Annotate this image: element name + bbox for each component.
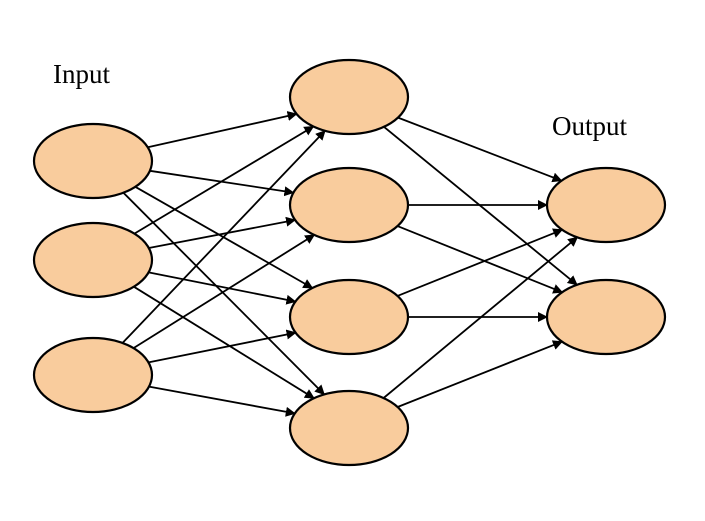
hidden-node-1 [288, 58, 410, 136]
hidden-node-3 [288, 278, 410, 356]
input-node-2 [32, 221, 154, 299]
connection-arrow-hidden-4-to-output-2 [397, 340, 563, 408]
hidden-node-4 [288, 389, 410, 467]
connection-arrow-hidden-3-to-output-1 [397, 228, 564, 297]
connection-arrow-input-3-to-hidden-3 [148, 329, 297, 364]
connection-arrow-input-2-to-hidden-3 [148, 271, 297, 305]
connection-arrow-input-3-to-hidden-4 [148, 385, 296, 417]
input-node-1 [32, 122, 154, 200]
input-node-3 [32, 336, 154, 414]
connection-arrow-input-3-to-hidden-2 [133, 234, 316, 349]
connection-arrow-input-2-to-hidden-1 [133, 125, 315, 235]
connection-arrow-input-1-to-hidden-4 [122, 192, 325, 396]
output-node-2 [545, 278, 667, 356]
hidden-node-2 [288, 166, 410, 244]
connection-arrow-input-3-to-hidden-1 [121, 130, 326, 344]
connection-arrow-input-2-to-hidden-4 [133, 285, 315, 399]
connections [121, 111, 579, 417]
input-layer-label: Input [53, 59, 110, 89]
connection-arrow-hidden-4-to-output-1 [383, 236, 579, 399]
connection-arrow-hidden-2-to-output-2 [397, 225, 564, 294]
connection-arrow-hidden-1-to-output-1 [397, 116, 563, 183]
output-node-1 [545, 166, 667, 244]
connection-arrow-input-2-to-hidden-2 [148, 216, 297, 249]
connection-arrow-input-1-to-hidden-1 [147, 111, 298, 149]
neurons [32, 58, 667, 467]
output-layer-label: Output [552, 111, 628, 141]
